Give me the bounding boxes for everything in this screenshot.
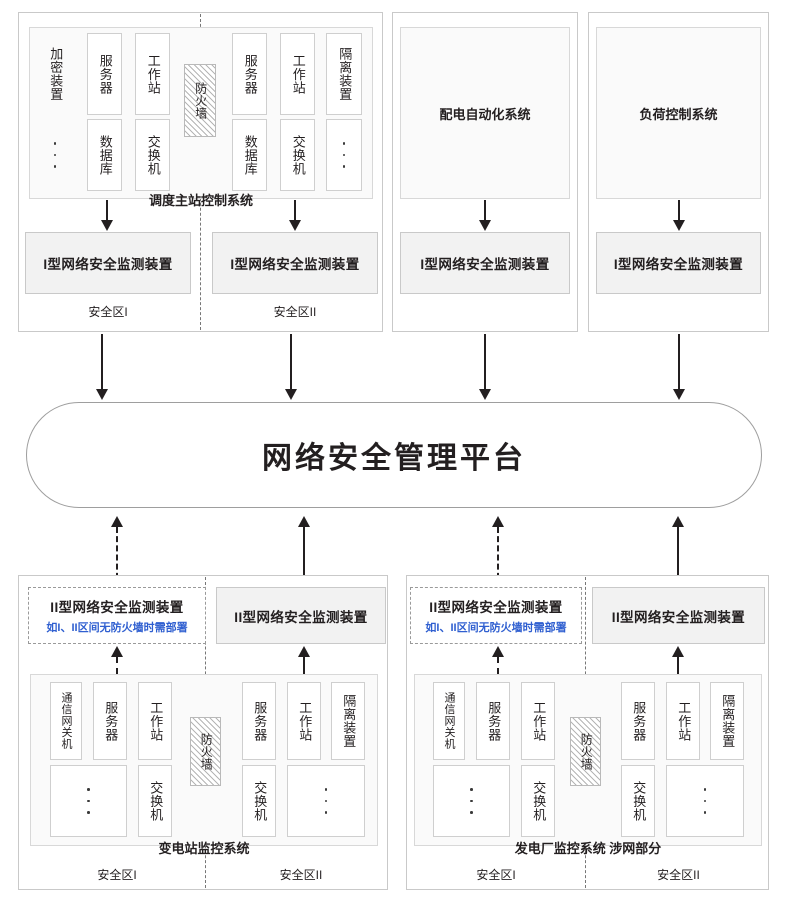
cell-encryption-device[interactable]: 加密装置 (48, 47, 64, 101)
zone-label-powerplant-z1: 安全区I (476, 868, 516, 882)
connector-substation-group-z1 (110, 646, 124, 674)
zone-label-substation-z1: 安全区I (97, 868, 137, 882)
cell-workstation-z2[interactable]: 工作站 (280, 33, 315, 115)
connector-load-control-to-device (672, 200, 686, 231)
connector-powerplant-z2-to-platform (671, 516, 685, 588)
cell-database-z1[interactable]: 数据库 (87, 119, 122, 191)
connector-load-control-to-platform (672, 334, 686, 400)
zone-label-substation-z2: 安全区II (279, 868, 323, 882)
connector-powerplant-group-z2 (671, 646, 685, 674)
cell-server-pp-z2[interactable]: 服务器 (621, 682, 655, 760)
zone-label-powerplant-z2: 安全区II (657, 868, 700, 882)
platform-label: 网络安全管理平台 (262, 442, 526, 475)
cell-ellipsis-pp-z2 (666, 765, 744, 837)
cell-workstation-z1[interactable]: 工作站 (135, 33, 170, 115)
cell-isolation-device-sub-z2[interactable]: 隔离装置 (331, 682, 365, 760)
connector-substation-group-z2 (297, 646, 311, 674)
label-substation-monitoring: 变电站监控系统 (158, 841, 250, 856)
network-security-management-platform[interactable]: 网络安全管理平台 (26, 402, 762, 508)
cell-comm-gateway-pp-z1[interactable]: 通信网关机 (433, 682, 465, 760)
cell-switch-sub-z1[interactable]: 交换机 (138, 765, 172, 837)
zone-label-dispatch-z2: 安全区II (273, 305, 317, 319)
connector-dispatch-z1-to-platform (95, 334, 109, 400)
label-powerplant-monitoring: 发电厂监控系统 涉网部分 (514, 841, 662, 856)
connector-dispatch-z2-to-platform (284, 334, 298, 400)
cell-switch-pp-z1[interactable]: 交换机 (521, 765, 555, 837)
cell-switch-sub-z2[interactable]: 交换机 (242, 765, 276, 837)
type1-device-load-control[interactable]: I型网络安全监测装置 (596, 232, 761, 294)
connector-dispatch-z2-to-device (288, 200, 302, 231)
cell-server-sub-z2[interactable]: 服务器 (242, 682, 276, 760)
cell-server-sub-z1[interactable]: 服务器 (93, 682, 127, 760)
cell-workstation-pp-z1[interactable]: 工作站 (521, 682, 555, 760)
cell-isolation-device-z2[interactable]: 隔离装置 (326, 33, 362, 115)
connector-substation-z2-to-platform (297, 516, 311, 588)
type2-device-powerplant-z2[interactable]: II型网络安全监测装置 (592, 587, 765, 644)
cell-isolation-device-pp-z2[interactable]: 隔离装置 (710, 682, 744, 760)
connector-distribution-to-device (478, 200, 492, 231)
zone-label-dispatch-z1: 安全区I (88, 305, 128, 319)
cell-server-z1[interactable]: 服务器 (87, 33, 122, 115)
type2-device-powerplant-z1[interactable]: II型网络安全监测装置 如I、II区间无防火墙时需部署 (410, 587, 582, 644)
connector-powerplant-z1-to-platform (491, 516, 505, 588)
cell-switch-z1[interactable]: 交换机 (135, 119, 170, 191)
cell-switch-pp-z2[interactable]: 交换机 (621, 765, 655, 837)
connector-substation-z1-to-platform (110, 516, 124, 588)
firewall-substation[interactable]: 防火墙 (190, 717, 221, 786)
cell-comm-gateway-sub-z1[interactable]: 通信网关机 (50, 682, 82, 760)
cell-workstation-sub-z1[interactable]: 工作站 (138, 682, 172, 760)
label-distribution-automation: 配电自动化系统 (439, 106, 531, 122)
label-dispatch-master-station: 调度主站控制系统 (148, 193, 253, 208)
cell-workstation-pp-z2[interactable]: 工作站 (666, 682, 700, 760)
type1-device-dispatch-z2[interactable]: I型网络安全监测装置 (212, 232, 378, 294)
firewall-dispatch[interactable]: 防火墙 (184, 64, 216, 137)
type2-device-substation-z1[interactable]: II型网络安全监测装置 如I、II区间无防火墙时需部署 (28, 587, 206, 644)
cell-ellipsis-z1 (37, 119, 73, 191)
type1-device-dispatch-z1[interactable]: I型网络安全监测装置 (25, 232, 191, 294)
cell-server-pp-z1[interactable]: 服务器 (476, 682, 510, 760)
cell-database-z2[interactable]: 数据库 (232, 119, 267, 191)
group-load-control: 负荷控制系统 (596, 27, 761, 199)
connector-distribution-to-platform (478, 334, 492, 400)
cell-ellipsis-sub-z2 (287, 765, 365, 837)
firewall-powerplant[interactable]: 防火墙 (570, 717, 601, 786)
cell-switch-z2[interactable]: 交换机 (280, 119, 315, 191)
type1-device-distribution[interactable]: I型网络安全监测装置 (400, 232, 570, 294)
connector-dispatch-z1-to-device (100, 200, 114, 231)
cell-server-z2[interactable]: 服务器 (232, 33, 267, 115)
type2-device-substation-z2[interactable]: II型网络安全监测装置 (216, 587, 386, 644)
cell-ellipsis-z2 (326, 119, 362, 191)
label-load-control: 负荷控制系统 (639, 106, 718, 122)
cell-workstation-sub-z2[interactable]: 工作站 (287, 682, 321, 760)
connector-powerplant-group-z1 (491, 646, 505, 674)
cell-ellipsis-pp-z1 (433, 765, 510, 837)
group-distribution-automation: 配电自动化系统 (400, 27, 570, 199)
cell-ellipsis-sub-z1 (50, 765, 127, 837)
